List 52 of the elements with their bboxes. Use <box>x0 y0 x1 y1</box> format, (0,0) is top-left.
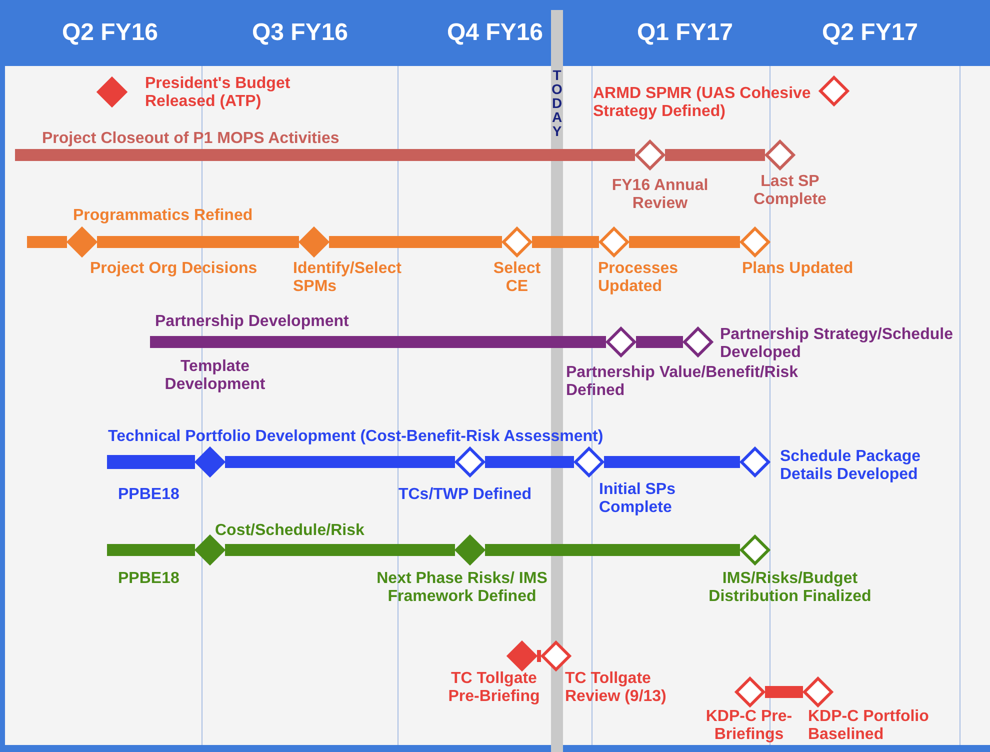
phase-label: Template Development <box>164 358 266 394</box>
timeline-bar <box>329 236 502 248</box>
timeline-bar <box>225 544 455 556</box>
milestone-label: FY16 Annual Review <box>610 177 710 213</box>
bar-label: Cost/Schedule/Risk <box>215 522 364 540</box>
quarter-header: Q2 FY17 <box>820 20 920 46</box>
timeline-bar <box>604 456 740 468</box>
milestone-label: Identify/Select SPMs <box>293 260 402 296</box>
today-label: TODAY <box>550 68 564 138</box>
milestone-label: KDP-C Pre-Briefings <box>704 708 794 744</box>
timeline-bar <box>532 236 599 248</box>
timeline-bar <box>225 456 455 468</box>
quarter-header: Q3 FY16 <box>250 20 350 46</box>
timeline-bar <box>27 236 67 248</box>
timeline-bar <box>107 544 195 556</box>
quarter-header: Q1 FY17 <box>636 20 734 46</box>
milestone-label: Select CE <box>492 260 542 296</box>
milestone-label: Project Org Decisions <box>90 260 258 278</box>
milestone-label: Schedule Package Details Developed <box>780 448 922 484</box>
timeline-bar <box>107 455 195 469</box>
bar-label: Project Closeout of P1 MOPS Activities <box>42 130 340 148</box>
milestone-label: Next Phase Risks/ IMS Framework Defined <box>376 570 548 606</box>
milestone-label: President's Budget Released (ATP) <box>145 75 292 111</box>
milestone-label: Processes Updated <box>598 260 680 296</box>
milestone-label: TC Tollgate Review (9/13) <box>565 670 668 706</box>
milestone-label: IMS/Risks/Budget Distribution Finalized <box>708 570 872 606</box>
milestone-label: Initial SPs Complete <box>599 481 676 517</box>
milestone-label: PPBE18 <box>118 570 180 588</box>
milestone-label: Partnership Value/Benefit/Risk Defined <box>566 364 800 400</box>
quarter-header: Q4 FY16 <box>446 20 544 46</box>
timeline-bar <box>636 336 683 348</box>
timeline-bar <box>537 650 541 662</box>
timeline-bar <box>15 149 635 161</box>
timeline-bar <box>665 149 765 161</box>
timeline-bar <box>97 236 299 248</box>
bar-label: Programmatics Refined <box>73 207 253 225</box>
timeline-bar <box>485 544 740 556</box>
bar-label: Technical Portfolio Development (Cost-Benefit-Risk Assessment) <box>108 428 604 446</box>
timeline-bar <box>485 456 574 468</box>
milestone-label: KDP-C Portfolio Baselined <box>808 708 930 744</box>
milestone-label: Plans Updated <box>742 260 854 278</box>
milestone-label: PPBE18 <box>118 486 180 504</box>
milestone-label: TCs/TWP Defined <box>397 486 533 504</box>
milestone-label: TC Tollgate Pre-Briefing <box>447 670 541 706</box>
milestone-label: ARMD SPMR (UAS Cohesive Strategy Defined) <box>593 85 812 121</box>
milestone-label: Last SP Complete <box>752 173 828 209</box>
milestone-label: Partnership Strategy/Schedule Developed <box>720 326 954 362</box>
timeline-bar <box>629 236 740 248</box>
quarter-header: Q2 FY16 <box>60 20 160 46</box>
timeline-bar <box>150 336 606 348</box>
bar-label: Partnership Development <box>155 313 349 331</box>
timeline-bar <box>765 686 803 698</box>
